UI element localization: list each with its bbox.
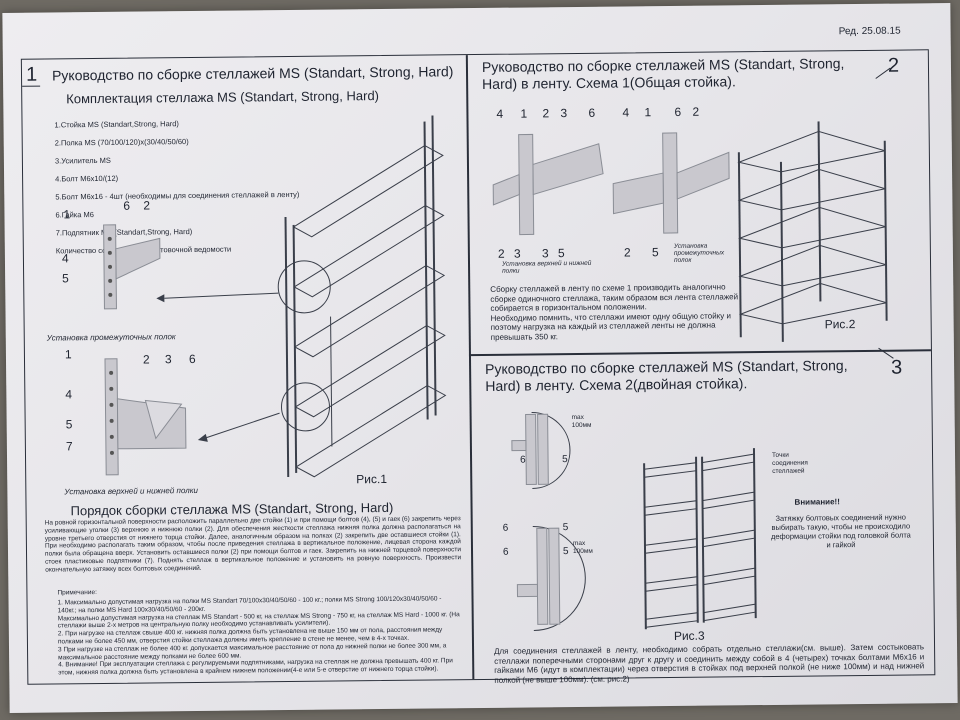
figure3-caption: Рис.3 <box>673 628 705 643</box>
schema1-a-label: 5 <box>557 246 565 261</box>
schema1-b-label: 5 <box>651 245 659 260</box>
schema2-bottom-label: 6 <box>502 546 509 558</box>
label-top: 1 <box>63 207 71 222</box>
schema1-a-label: 4 <box>496 106 504 121</box>
revision-label: Ред. 25.08.15 <box>838 25 901 38</box>
schema1-b-caption: Установка промежуточных полок <box>673 242 725 264</box>
schema2-detail-top <box>511 411 571 489</box>
schema2-top-max: max 100мм <box>571 413 592 429</box>
notes-text: 1. Максимально допустимая нагрузка на по… <box>57 595 460 677</box>
detail-circle-bottom <box>281 382 331 432</box>
section3-text: Для соединения стеллажей в ленту, необхо… <box>494 642 925 685</box>
schema2-bottom-label: 5 <box>562 546 569 558</box>
label-bottom: 3 <box>164 352 172 367</box>
caption-middle: Установка промежуточных полок <box>46 332 176 343</box>
schema1-b-label: 4 <box>622 105 630 120</box>
schema1-a-label: 1 <box>520 106 528 121</box>
section3-number: 3 <box>891 356 903 379</box>
points-note: Точки соединения стеллажей <box>771 451 808 475</box>
label-bottom: 1 <box>64 347 72 362</box>
label-bottom: 7 <box>65 439 73 454</box>
detail-top-bottom-shelf <box>104 358 187 476</box>
schema2-detail-bottom <box>516 525 586 631</box>
figure1-caption: Рис.1 <box>356 471 388 487</box>
label-bottom: 2 <box>142 352 150 367</box>
attention-text: Затяжку болтовых соединений нужно выбира… <box>770 512 911 550</box>
schema2-bottom-max: max 100мм <box>572 539 593 555</box>
attention-title: Внимание!! <box>794 497 840 507</box>
order-text: На ровной горизонтальной поверхности рас… <box>44 515 462 574</box>
schema1-a-caption: Установка верхней и нижней полки <box>501 259 592 275</box>
label-bottom: 4 <box>65 387 73 402</box>
detail-circle-middle <box>277 260 331 314</box>
horizontal-divider <box>468 349 931 356</box>
schema1-a-label: 6 <box>588 105 596 120</box>
schema1-a-label: 3 <box>513 246 521 261</box>
schema2-bottom-label: 5 <box>562 522 569 534</box>
schema1-detail-a <box>492 133 604 236</box>
schema1-b-label: 2 <box>692 104 700 119</box>
label-bottom: 5 <box>65 417 73 432</box>
schema1-b-label: 6 <box>674 104 682 119</box>
label-top: 2 <box>143 198 151 213</box>
schema1-b-label: 1 <box>644 105 652 120</box>
section2-number: 2 <box>887 54 900 77</box>
schema1-detail-b <box>612 132 730 234</box>
schema1-a-label: 3 <box>541 246 549 261</box>
label-top: 4 <box>61 251 69 266</box>
label-top: 5 <box>62 271 69 286</box>
detail-arrows <box>156 292 280 442</box>
schema1-a-label: 3 <box>560 106 568 121</box>
schema2-top-label: 5 <box>562 454 568 466</box>
figure2-caption: Рис.2 <box>824 317 856 332</box>
section2-text: Сборку стеллажей в ленту по схеме 1 прои… <box>490 282 739 342</box>
section3-title: Руководство по сборке стеллажей MS (Stan… <box>485 357 848 394</box>
main-frame: 1 Руководство по сборке стеллажей MS (St… <box>20 49 936 685</box>
schema1-a-label: 2 <box>497 246 505 261</box>
section2-title: Руководство по сборке стеллажей MS (Stan… <box>481 55 845 92</box>
schema2-bottom-label: 6 <box>502 522 509 534</box>
instruction-sheet: Ред. 25.08.15 1 Руководство по сборке ст… <box>2 3 958 713</box>
label-top: 6 <box>123 198 131 213</box>
notes-title: Примечание: <box>57 589 97 597</box>
caption-bottom: Установка верхней и нижней полки <box>64 485 198 497</box>
detail-middle-shelf <box>103 224 161 310</box>
shelf-drawing-fig3 <box>643 448 757 630</box>
shelf-drawing-fig2 <box>737 121 888 342</box>
schema1-b-label: 2 <box>623 245 631 260</box>
schema2-top-label: 6 <box>520 454 526 466</box>
schema1-a-label: 2 <box>542 106 550 121</box>
shelf-drawing-fig1 <box>277 115 447 478</box>
label-bottom: 6 <box>188 351 196 367</box>
